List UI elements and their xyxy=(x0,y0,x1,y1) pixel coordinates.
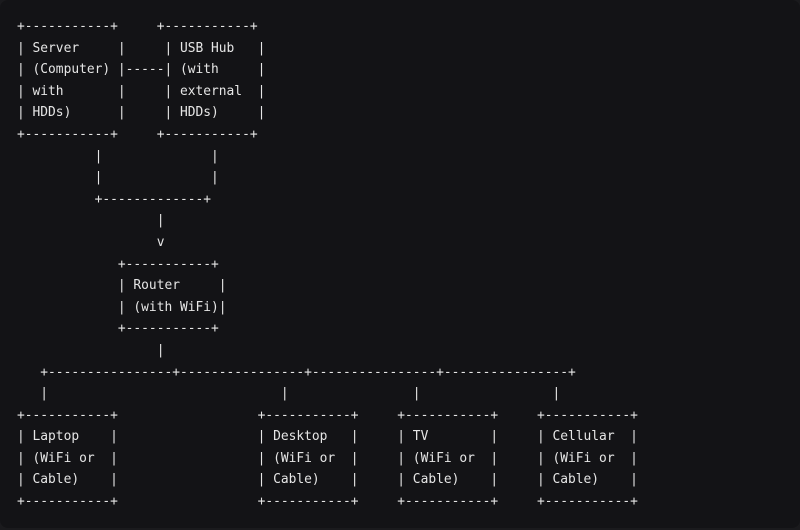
diagram-line: v xyxy=(17,234,165,250)
diagram-line: | (Computer) |-----| (with | xyxy=(17,62,266,78)
diagram-line: +-----------+ +-----------+ +-----------… xyxy=(17,494,638,510)
diagram-line: +-----------+ +-----------+ xyxy=(17,126,258,142)
diagram-line: +----------------+----------------+-----… xyxy=(17,364,576,380)
diagram-line: | with | | external | xyxy=(17,83,266,99)
diagram-line: | (WiFi or | | (WiFi or | | (WiFi or | |… xyxy=(17,450,638,466)
diagram-line: | (with WiFi)| xyxy=(17,299,227,315)
diagram-line: | HDDs) | | HDDs) | xyxy=(17,105,266,121)
diagram-line: +-----------+ +-----------+ +-----------… xyxy=(17,407,638,423)
diagram-line: | Laptop | | Desktop | | TV | | Cellular… xyxy=(17,429,638,445)
diagram-line: | xyxy=(17,213,165,229)
ascii-network-diagram: +-----------+ +-----------+ | Server | | … xyxy=(17,16,800,513)
diagram-line: +-----------+ xyxy=(17,256,219,272)
diagram-line: | Cable) | | Cable) | | Cable) | | Cable… xyxy=(17,472,638,488)
diagram-line: | xyxy=(17,342,165,358)
diagram-line: | Server | | USB Hub | xyxy=(17,40,266,56)
diagram-line: +-----------+ +-----------+ xyxy=(17,19,258,34)
diagram-line: +-----------+ xyxy=(17,321,219,337)
diagram-line: | Router | xyxy=(17,278,227,294)
diagram-line: +-------------+ xyxy=(17,191,212,207)
diagram-line: | | | | xyxy=(17,386,561,402)
diagram-line: | | xyxy=(17,170,219,186)
diagram-line: | | xyxy=(17,148,219,164)
